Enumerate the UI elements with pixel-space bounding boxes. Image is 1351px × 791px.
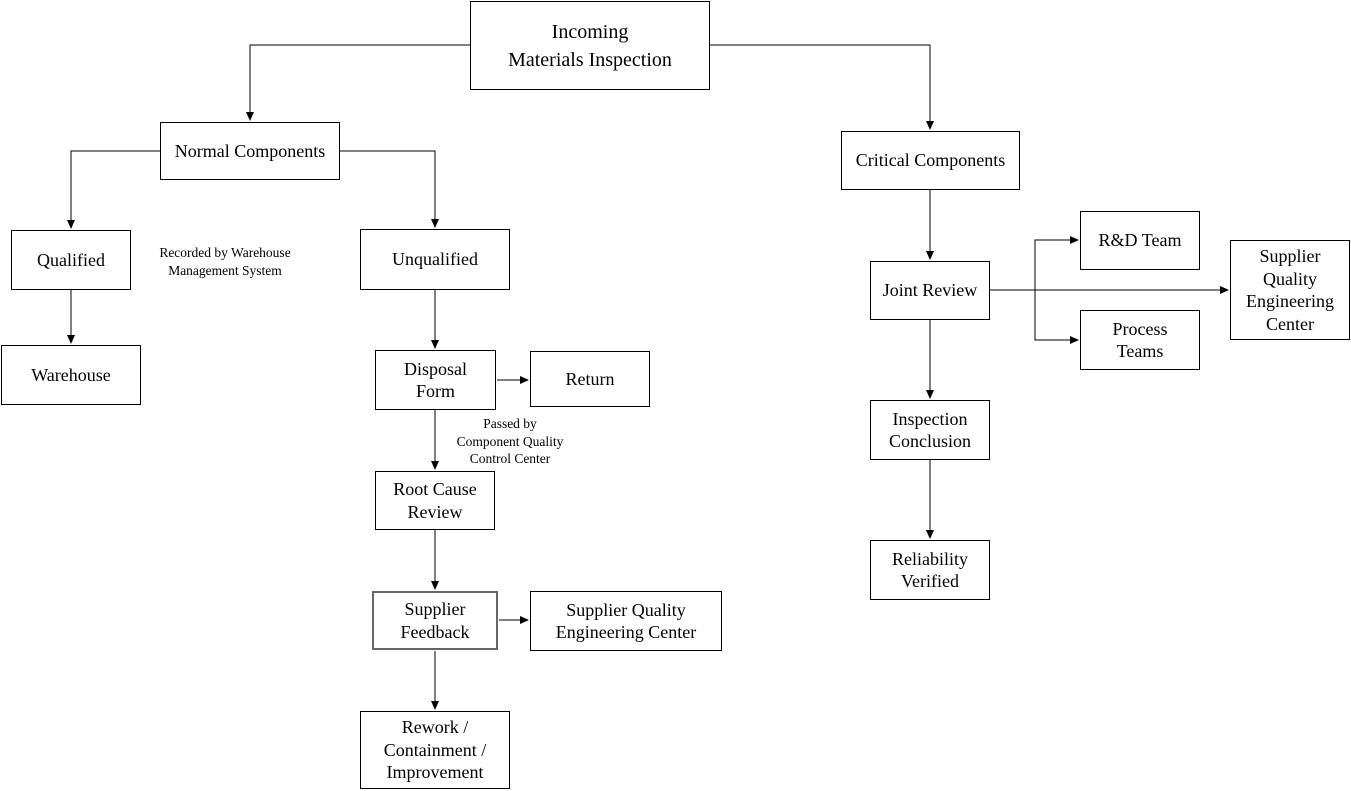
edge-normal-unqualified [340,150,439,228]
node-rd-team: R&D Team [1080,211,1200,270]
node-rework-containment-improvement: Rework / Containment / Improvement [360,711,510,789]
node-supplier-feedback: Supplier Feedback [372,591,498,650]
node-supplier-quality-engineering-center-2: Supplier Quality Engineering Center [1230,240,1350,340]
edge-jointreview-processteams [1034,290,1079,344]
edge-incoming-critical [710,44,934,130]
node-normal-components: Normal Components [160,122,340,180]
node-joint-review: Joint Review [870,261,990,320]
node-unqualified: Unqualified [360,229,510,290]
node-warehouse: Warehouse [1,345,141,405]
node-incoming-materials-inspection: Incoming Materials Inspection [470,1,710,90]
node-reliability-verified: Reliability Verified [870,540,990,600]
node-disposal-form: Disposal Form [375,350,496,410]
node-return: Return [530,351,650,407]
node-qualified: Qualified [11,230,131,290]
edge-jointreview-rdteam [1034,236,1079,290]
node-inspection-conclusion: Inspection Conclusion [870,400,990,460]
node-root-cause-review: Root Cause Review [375,471,495,530]
annotation-recorded-by-warehouse: Recorded by Warehouse Management System [159,245,291,278]
edge-incoming-normal [246,44,470,121]
annotation-passed-by-cqcc: Passed by Component Quality Control Cent… [456,416,564,467]
node-process-teams: Process Teams [1080,310,1200,370]
node-supplier-quality-engineering-center: Supplier Quality Engineering Center [530,591,722,651]
edge-normal-qualified [67,150,160,229]
node-critical-components: Critical Components [841,131,1020,190]
